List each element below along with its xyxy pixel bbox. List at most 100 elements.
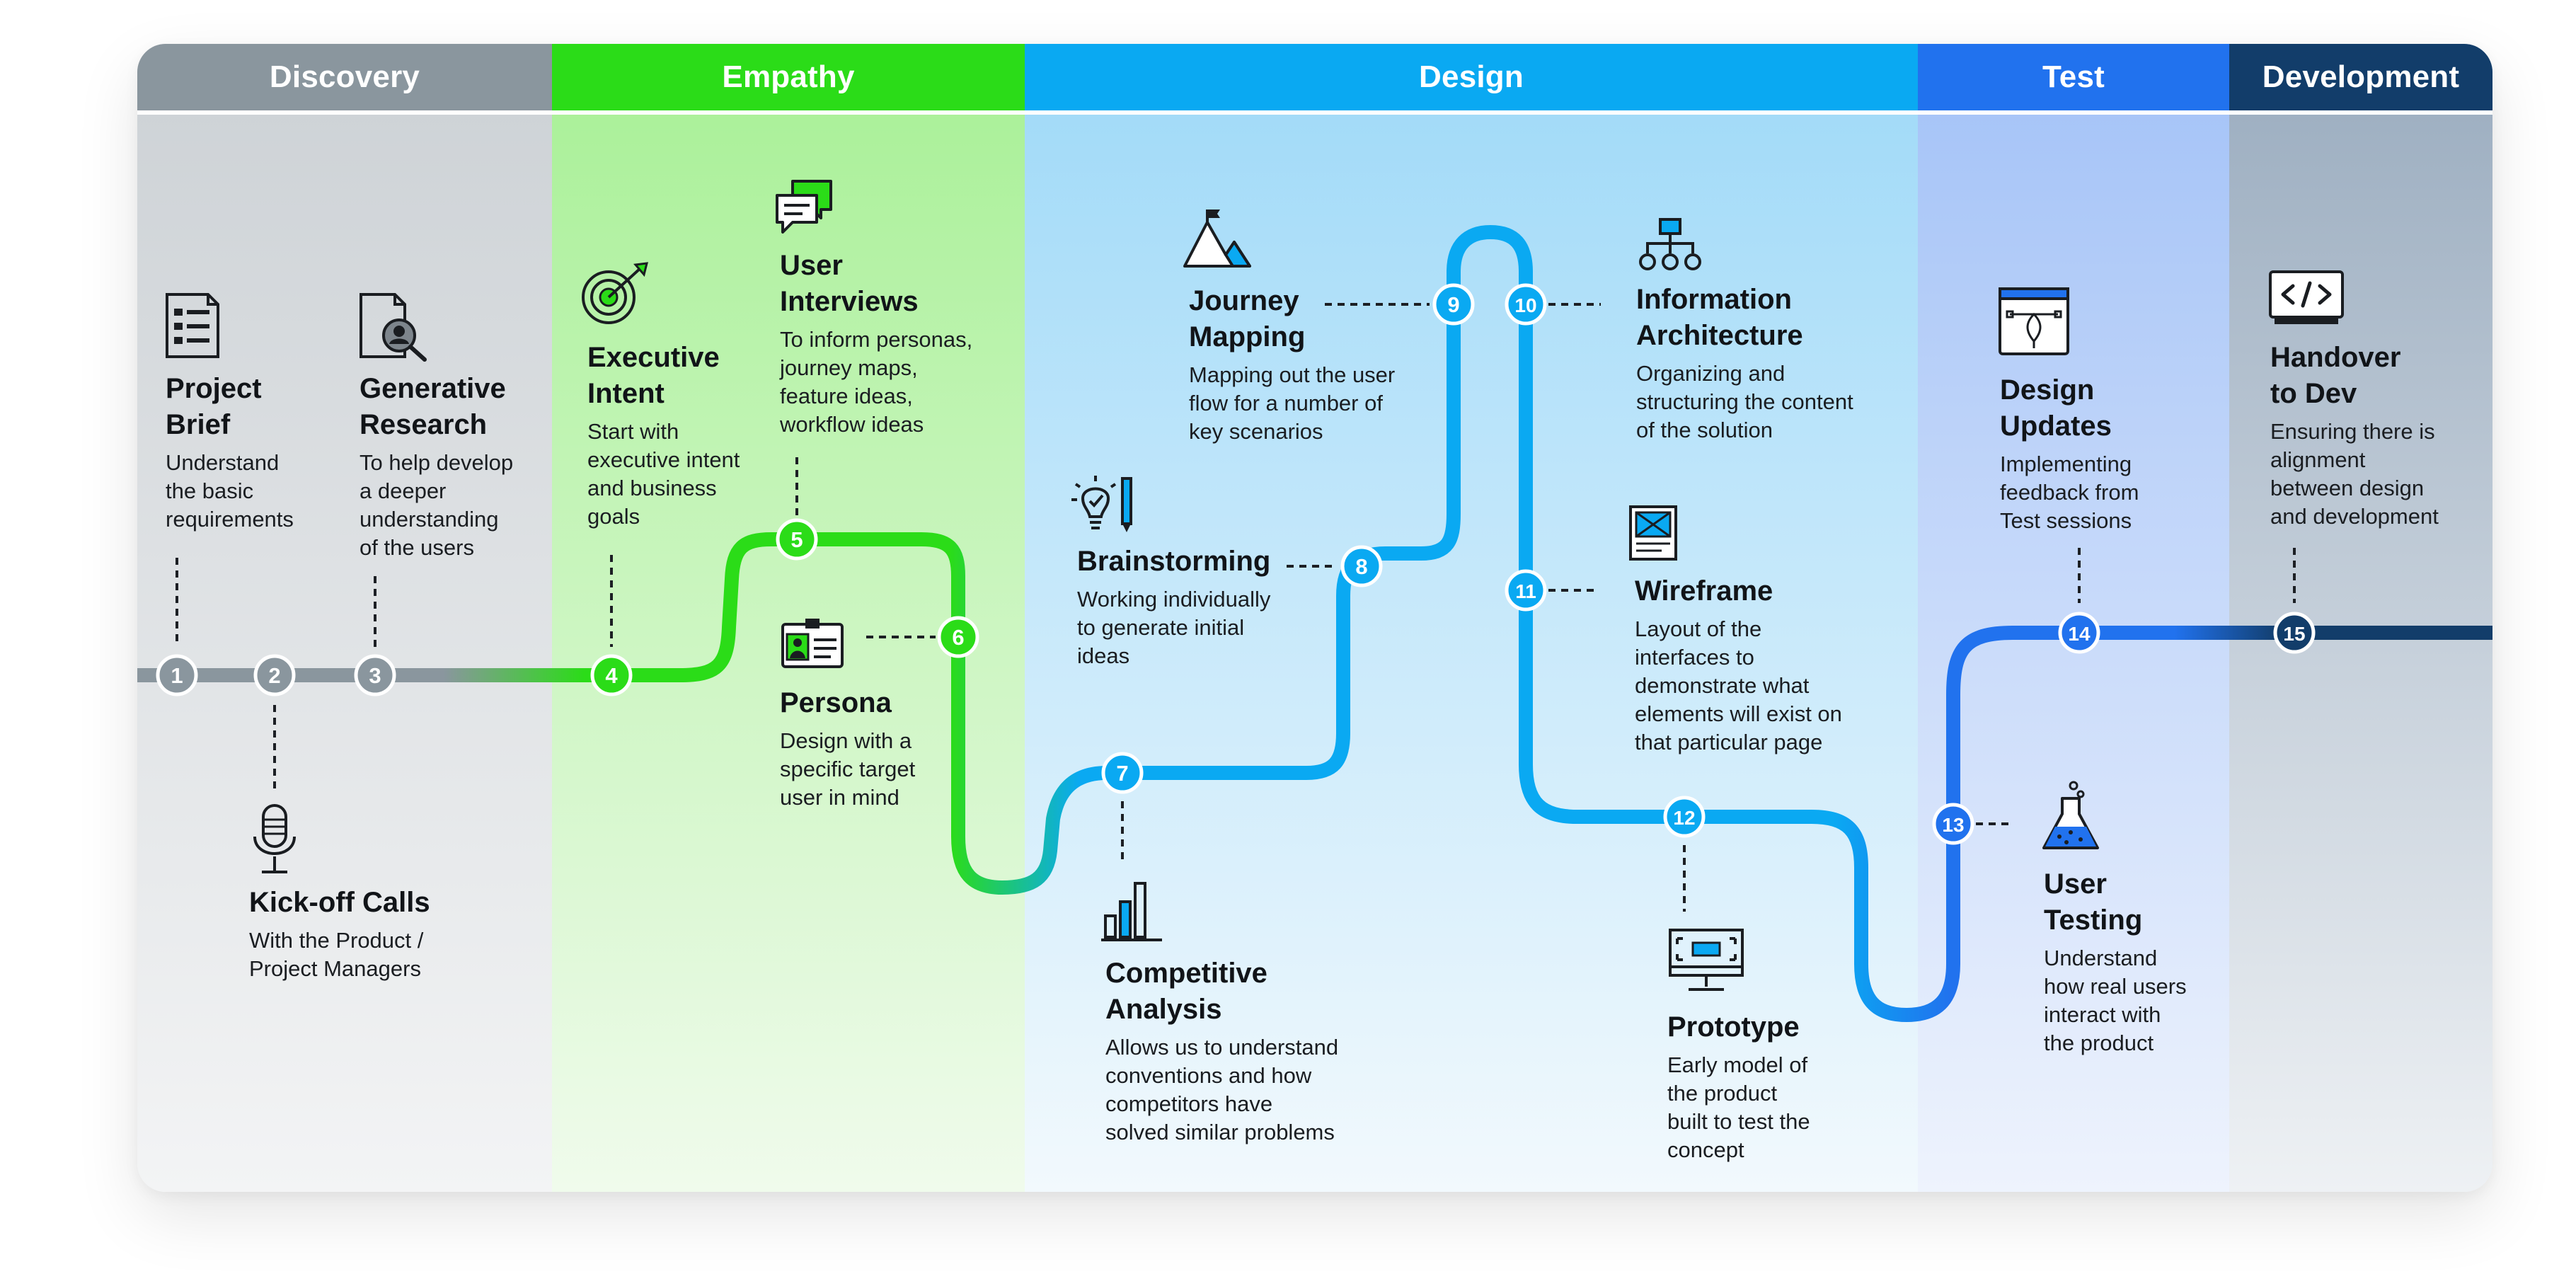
step-14-title: Design Updates bbox=[2000, 374, 2112, 442]
step-7-description: Allows us to understand conventions and … bbox=[1105, 1035, 1339, 1144]
step-10-label: Information Architecture Organizing and … bbox=[1636, 282, 1919, 444]
step-marker-9: 9 bbox=[1432, 283, 1475, 326]
step-marker-circle bbox=[1432, 283, 1475, 326]
step-number: 7 bbox=[1116, 761, 1128, 786]
step-2-label: Kick-off Calls With the Product / Projec… bbox=[249, 885, 490, 983]
phase-column-development bbox=[2229, 44, 2492, 1192]
step-number: 2 bbox=[268, 663, 280, 688]
mountain-flag-icon bbox=[1183, 210, 1251, 268]
code-window-icon bbox=[2269, 270, 2344, 324]
step-marker-circle bbox=[1663, 796, 1706, 838]
step-2-description: With the Product / Project Managers bbox=[249, 928, 424, 981]
step-marker-10: 10 bbox=[1505, 283, 1547, 326]
step-12-label: Prototype Early model of the product bui… bbox=[1667, 1009, 1894, 1164]
step-11-label: Wireframe Layout of the interfaces to de… bbox=[1635, 573, 1904, 757]
step-13-description: Understand how real users interact with … bbox=[2044, 946, 2187, 1055]
step-8-description: Working individually to generate initial… bbox=[1077, 587, 1271, 668]
step-14-label: Design Updates Implementing feedback fro… bbox=[2000, 372, 2212, 535]
step-marker-6: 6 bbox=[937, 616, 979, 658]
step-marker-8: 8 bbox=[1340, 545, 1383, 587]
step-11-title: Wireframe bbox=[1635, 575, 1773, 607]
step-10-description: Organizing and structuring the content o… bbox=[1636, 361, 1853, 442]
step-marker-3: 3 bbox=[354, 654, 396, 696]
step-marker-13: 13 bbox=[1932, 803, 1974, 845]
step-3-label: Generative Research To help develop a de… bbox=[360, 371, 544, 562]
step-marker-circle bbox=[354, 654, 396, 696]
phase-header-discovery: Discovery bbox=[137, 44, 552, 110]
step-marker-circle bbox=[253, 654, 296, 696]
document-list-icon bbox=[166, 293, 219, 358]
step-number: 6 bbox=[952, 625, 964, 650]
step-marker-4: 4 bbox=[590, 654, 633, 696]
step-number: 8 bbox=[1355, 554, 1367, 579]
sitemap-icon bbox=[1639, 218, 1701, 270]
step-11-description: Layout of the interfaces to demonstrate … bbox=[1635, 616, 1842, 754]
step-marker-circle bbox=[1505, 283, 1547, 326]
flask-icon bbox=[2042, 781, 2099, 849]
phase-header-test: Test bbox=[1918, 44, 2229, 110]
step-marker-12: 12 bbox=[1663, 796, 1706, 838]
step-number: 5 bbox=[790, 527, 803, 552]
step-2-title: Kick-off Calls bbox=[249, 887, 430, 918]
step-marker-circle bbox=[1932, 803, 1974, 845]
step-9-title: Journey Mapping bbox=[1189, 285, 1306, 352]
step-8-title: Brainstorming bbox=[1077, 546, 1271, 577]
step-5-label: User Interviews To inform personas, jour… bbox=[780, 248, 1013, 439]
step-3-title: Generative Research bbox=[360, 373, 506, 440]
step-13-label: User Testing Understand how real users i… bbox=[2044, 866, 2221, 1057]
step-6-label: Persona Design with a specific target us… bbox=[780, 685, 992, 812]
step-9-label: Journey Mapping Mapping out the user flo… bbox=[1189, 283, 1444, 446]
step-4-title: Executive Intent bbox=[587, 342, 720, 409]
step-number: 15 bbox=[2283, 623, 2305, 645]
connectors bbox=[176, 303, 2296, 912]
step-15-description: Ensuring there is alignment between desi… bbox=[2270, 419, 2439, 529]
step-marker-circle bbox=[590, 654, 633, 696]
step-1-label: Project Brief Understand the basic requi… bbox=[166, 371, 328, 534]
step-9-description: Mapping out the user flow for a number o… bbox=[1189, 362, 1396, 444]
process-diagram-card: Discovery Empathy Design Test Developmen… bbox=[137, 44, 2492, 1192]
step-number: 4 bbox=[605, 663, 618, 688]
bar-chart-icon bbox=[1101, 882, 1162, 941]
step-number: 3 bbox=[369, 663, 381, 688]
step-4-label: Executive Intent Start with executive in… bbox=[587, 340, 771, 531]
step-10-title: Information Architecture bbox=[1636, 284, 1803, 351]
step-12-title: Prototype bbox=[1667, 1011, 1800, 1043]
step-marker-circle bbox=[156, 654, 198, 696]
user-research-icon bbox=[360, 293, 427, 362]
chat-bubbles-icon bbox=[776, 180, 832, 234]
step-marker-5: 5 bbox=[776, 518, 818, 561]
step-7-title: Competitive Analysis bbox=[1105, 958, 1267, 1025]
vector-design-icon bbox=[1999, 287, 2069, 355]
step-number: 13 bbox=[1942, 814, 1964, 836]
step-marker-circle bbox=[1340, 545, 1383, 587]
microphone-icon bbox=[253, 804, 296, 873]
step-marker-circle bbox=[937, 616, 979, 658]
step-number: 12 bbox=[1673, 807, 1695, 829]
phase-header: Discovery Empathy Design Test Developmen… bbox=[137, 44, 2492, 110]
wireframe-icon bbox=[1629, 505, 1677, 561]
phase-header-design: Design bbox=[1025, 44, 1918, 110]
step-number: 11 bbox=[1515, 580, 1536, 602]
process-path bbox=[137, 225, 2492, 1022]
step-marker-circle bbox=[1505, 569, 1547, 612]
step-1-title: Project Brief bbox=[166, 373, 262, 440]
phase-column-discovery bbox=[137, 44, 552, 1192]
step-1-description: Understand the basic requirements bbox=[166, 450, 294, 532]
step-6-description: Design with a specific target user in mi… bbox=[780, 728, 916, 810]
step-marker-2: 2 bbox=[253, 654, 296, 696]
step-6-title: Persona bbox=[780, 687, 892, 718]
monitor-prototype-icon bbox=[1669, 929, 1744, 991]
step-7-label: Competitive Analysis Allows us to unders… bbox=[1105, 955, 1403, 1147]
step-marker-15: 15 bbox=[2273, 612, 2316, 654]
step-number: 1 bbox=[171, 663, 183, 688]
step-marker-circle bbox=[1101, 752, 1144, 794]
lightbulb-pencil-icon bbox=[1071, 476, 1132, 532]
step-number: 9 bbox=[1447, 292, 1459, 317]
step-8-label: Brainstorming Working individually to ge… bbox=[1077, 544, 1318, 670]
id-badge-icon bbox=[781, 619, 844, 668]
step-marker-circle bbox=[2273, 612, 2316, 654]
header-divider bbox=[137, 110, 2492, 115]
phase-header-empathy: Empathy bbox=[552, 44, 1025, 110]
